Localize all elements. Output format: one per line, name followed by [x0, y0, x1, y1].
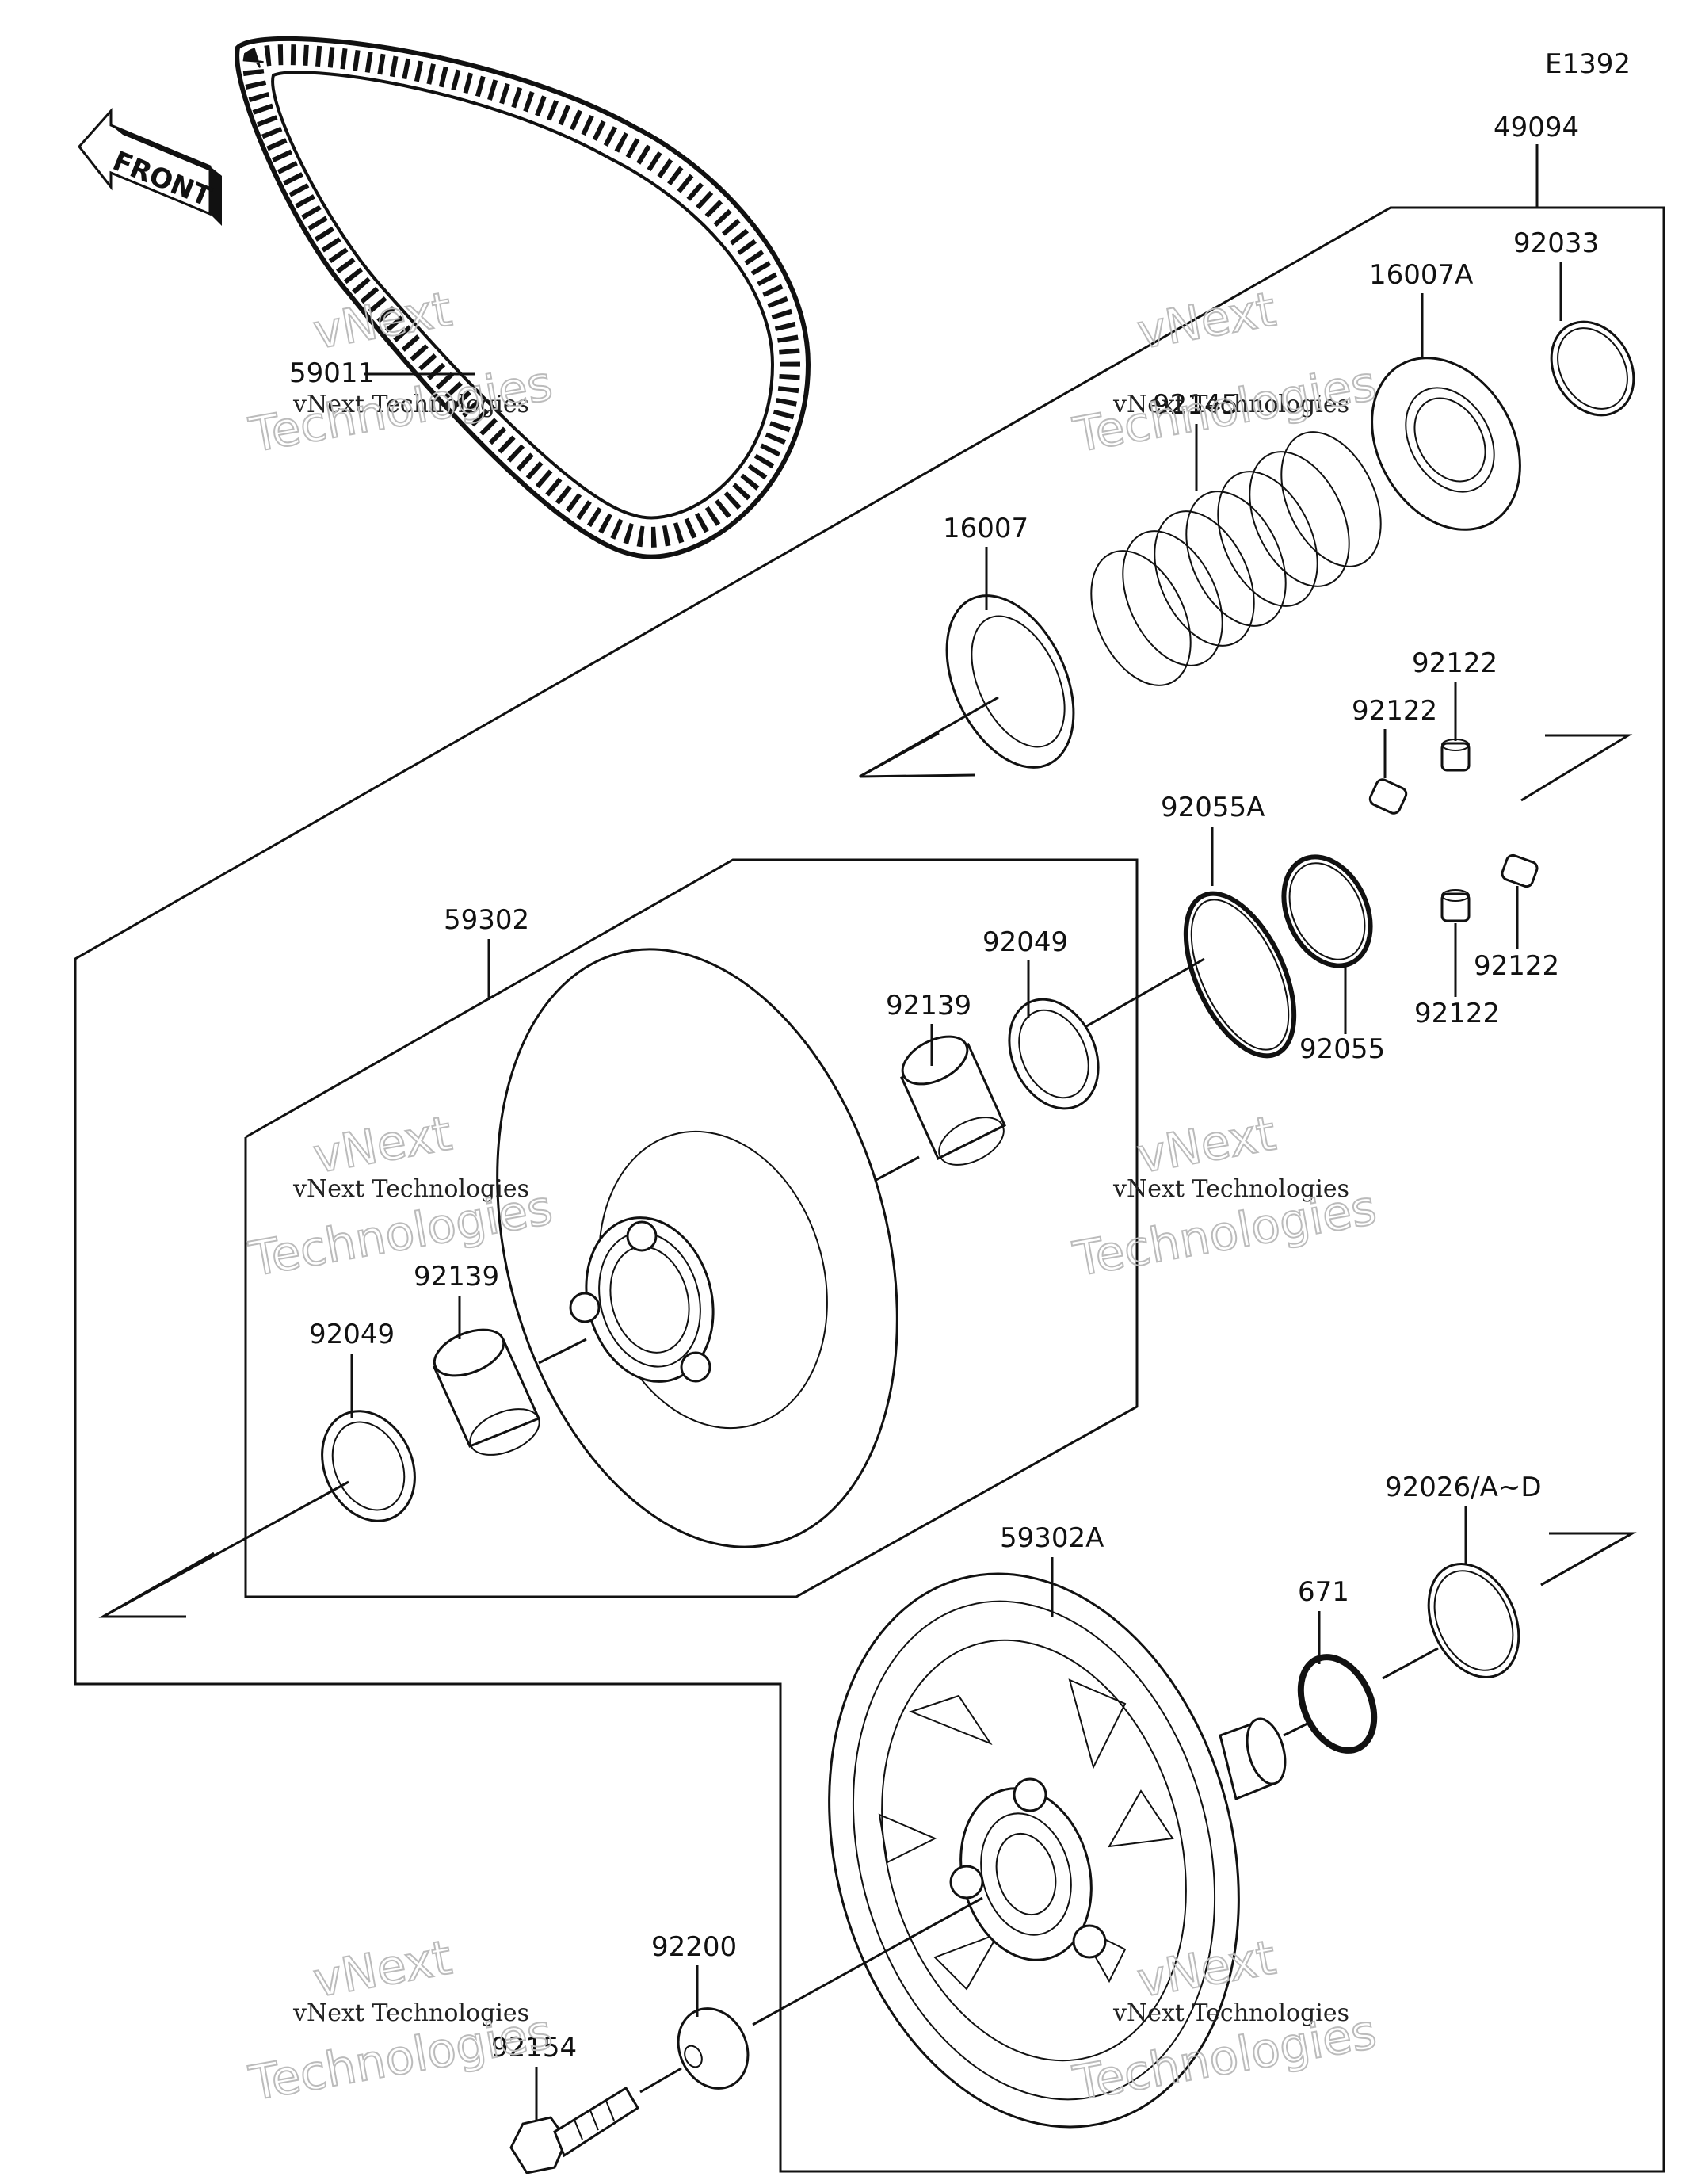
axis-arrow-92026 [1540, 1532, 1637, 1586]
label-92049-upper: 92049 [982, 926, 1068, 958]
label-59302A: 59302A [1000, 1522, 1104, 1554]
label-16007A: 16007A [1369, 259, 1473, 291]
shim-92026 [1427, 1563, 1520, 1678]
label-92122-d: 92122 [1474, 950, 1559, 982]
oring-92055 [1281, 854, 1373, 968]
label-92049-lower: 92049 [309, 1319, 395, 1350]
bushing-92139-lower [432, 1328, 541, 1456]
label-92026: 92026/A~D [1385, 1472, 1542, 1503]
axis-arrow-rollers [1520, 734, 1633, 802]
svg-text:vNext Technologies: vNext Technologies [292, 391, 529, 418]
axis-line-lower-bushing [538, 1338, 587, 1365]
bushing-92139-upper [900, 1035, 1006, 1166]
axis-line-92154 [639, 2067, 682, 2094]
roller-92122-a [1440, 739, 1471, 772]
axis-arrow-upper [859, 731, 975, 778]
watermark-middle-right: vNext vNext Technologies Technologies [1068, 1105, 1381, 1289]
washer-92200 [677, 2007, 750, 2090]
svg-text:vNext Technologies: vNext Technologies [1112, 1999, 1349, 2027]
drive-belt [235, 36, 811, 559]
label-92145: 92145 [1153, 389, 1238, 421]
circlip-92033 [1550, 320, 1635, 417]
watermark-bottom-left: vNext vNext Technologies Technologies [244, 1929, 557, 2113]
roller-92122-c [1440, 889, 1471, 922]
svg-text:Technologies: Technologies [1069, 356, 1380, 464]
label-92154: 92154 [491, 2032, 577, 2064]
svg-text:vNext Technologies: vNext Technologies [292, 1999, 529, 2027]
axis-line-92026 [1382, 1647, 1439, 1680]
label-92122-a: 92122 [1412, 647, 1497, 679]
label-92200: 92200 [651, 1931, 737, 1963]
svg-text:vNext Technologies: vNext Technologies [1112, 391, 1349, 418]
label-671: 671 [1298, 1576, 1349, 1608]
label-92033: 92033 [1513, 227, 1599, 259]
svg-text:vNext: vNext [309, 1930, 456, 2008]
label-92139-lower: 92139 [414, 1261, 499, 1292]
svg-text:vNext: vNext [1133, 281, 1280, 360]
seal-92049-upper [1008, 998, 1100, 1110]
label-92055: 92055 [1299, 1033, 1385, 1065]
svg-text:vNext: vNext [309, 1105, 456, 1184]
bolt-92154 [509, 2086, 640, 2174]
label-92122-b: 92122 [1352, 695, 1437, 727]
spring-92145 [1090, 431, 1382, 686]
label-92139-upper: 92139 [886, 990, 971, 1021]
svg-text:vNext: vNext [1133, 1105, 1280, 1184]
watermark-top-right: vNext vNext Technologies Technologies [1068, 281, 1381, 464]
seal-92049-lower [321, 1410, 416, 1522]
movable-sheave-59302 [496, 948, 898, 1548]
label-92122-c: 92122 [1414, 998, 1500, 1029]
label-92055A: 92055A [1161, 792, 1265, 823]
label-59302: 59302 [444, 904, 529, 936]
oring-671 [1297, 1654, 1378, 1754]
axis-line-92200 [752, 1896, 983, 2026]
roller-92122-d [1501, 853, 1539, 888]
oring-92055A [1183, 891, 1297, 1059]
spring-guide-16007 [945, 594, 1075, 769]
roller-92122-b [1368, 778, 1408, 815]
svg-text:vNext: vNext [309, 281, 456, 360]
label-16007: 16007 [943, 513, 1028, 544]
diagram-code: E1392 [1545, 48, 1631, 80]
front-arrow-icon: FRONT [78, 108, 222, 226]
svg-text:vNext Technologies: vNext Technologies [292, 1175, 529, 1203]
subassembly-outline [244, 858, 1139, 1598]
label-59011: 59011 [289, 357, 375, 389]
fixed-sheave-59302A [828, 1572, 1287, 2129]
axis-arrow-lower [98, 1552, 215, 1618]
axis-line-671 [1283, 1722, 1308, 1737]
svg-text:vNext Technologies: vNext Technologies [1112, 1175, 1349, 1203]
assembly-outline [74, 178, 1665, 2173]
label-49094: 49094 [1494, 112, 1579, 143]
axis-line-orings [1065, 957, 1205, 1040]
spring-seat-16007A [1371, 357, 1521, 531]
